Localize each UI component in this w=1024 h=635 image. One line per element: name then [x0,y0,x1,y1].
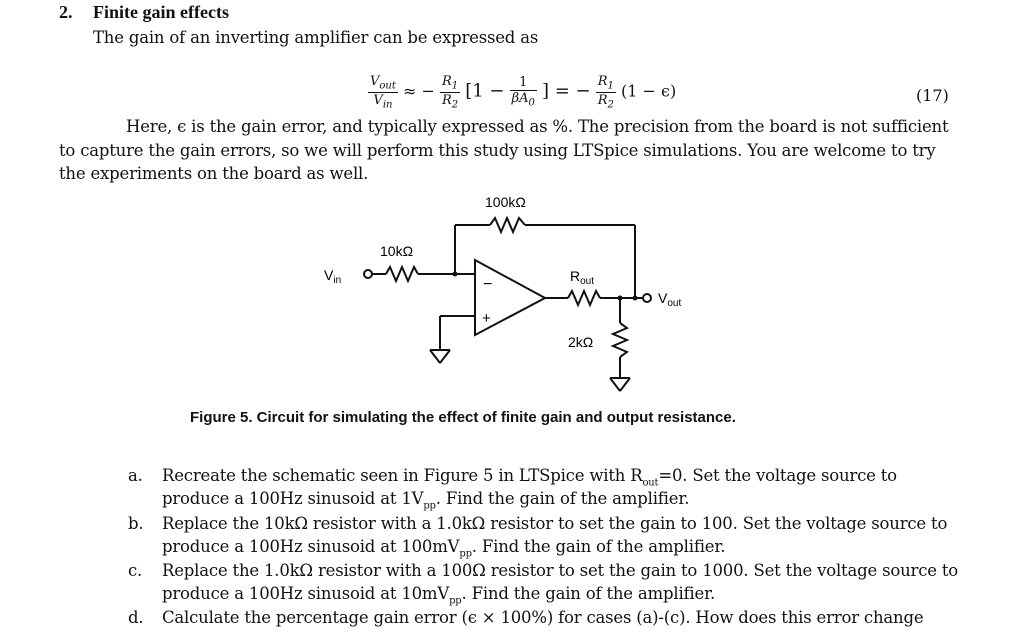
list-item-a: a.Recreate the schematic seen in Figure … [128,466,897,489]
rout-resistor [567,288,601,308]
input-resistor-label: 10kΩ [380,243,413,259]
r1-r2-fraction: R1 R2 [439,74,461,111]
rout-label: Rout [570,268,594,287]
load-resistor [610,322,630,358]
one-over-beta-a-fraction: 1 βA0 [509,75,537,109]
load-resistor-label: 2kΩ [568,334,593,350]
vin-terminal [363,269,373,279]
figure-caption: Figure 5. Circuit for simulating the eff… [190,409,736,426]
equation-number: (17) [916,86,949,105]
feedback-resistor-label: 100kΩ [485,194,526,210]
paragraph-line-2: to capture the gain errors, so we will p… [59,141,936,160]
gain-equation: Vout Vin ≈ − R1 R2 [1 − 1 βA0 ] = − R1 R… [368,74,677,111]
r1-r2-fraction-2: R1 R2 [595,74,616,111]
input-resistor [385,264,419,284]
inverting-input-sign: − [483,276,492,293]
paragraph-line-1: Here, ϵ is the gain error, and typically… [126,117,949,136]
list-item-d: d.Calculate the percentage gain error (ϵ… [128,608,924,627]
ground-symbol-2 [609,377,631,392]
noninverting-input-sign: + [482,310,491,327]
vout-label: Vout [658,290,681,309]
ground-symbol-1 [429,349,451,364]
list-item-b: b.Replace the 10kΩ resistor with a 1.0kΩ… [128,514,948,533]
list-item-c-line-2: produce a 100Hz sinusoid at 10mVpp. Find… [162,584,715,607]
section-heading: 2. Finite gain effects [59,2,229,23]
vin-label: Vin [324,267,341,286]
list-item-b-line-2: produce a 100Hz sinusoid at 100mVpp. Fin… [162,537,726,560]
feedback-resistor [489,215,526,235]
vout-vin-fraction: Vout Vin [368,74,398,111]
intro-text: The gain of an inverting amplifier can b… [93,28,539,47]
paragraph-line-3: the experiments on the board as well. [59,164,369,183]
circuit-schematic: − + 100kΩ 10kΩ Vin Rout 2kΩ Vout [324,194,681,392]
section-title: Finite gain effects [93,2,229,22]
op-amp [474,258,548,337]
list-item-a-line-2: produce a 100Hz sinusoid at 1Vpp. Find t… [162,489,690,512]
section-number: 2. [59,2,73,22]
vout-terminal [642,293,652,303]
list-item-c: c.Replace the 1.0kΩ resistor with a 100Ω… [128,561,959,580]
